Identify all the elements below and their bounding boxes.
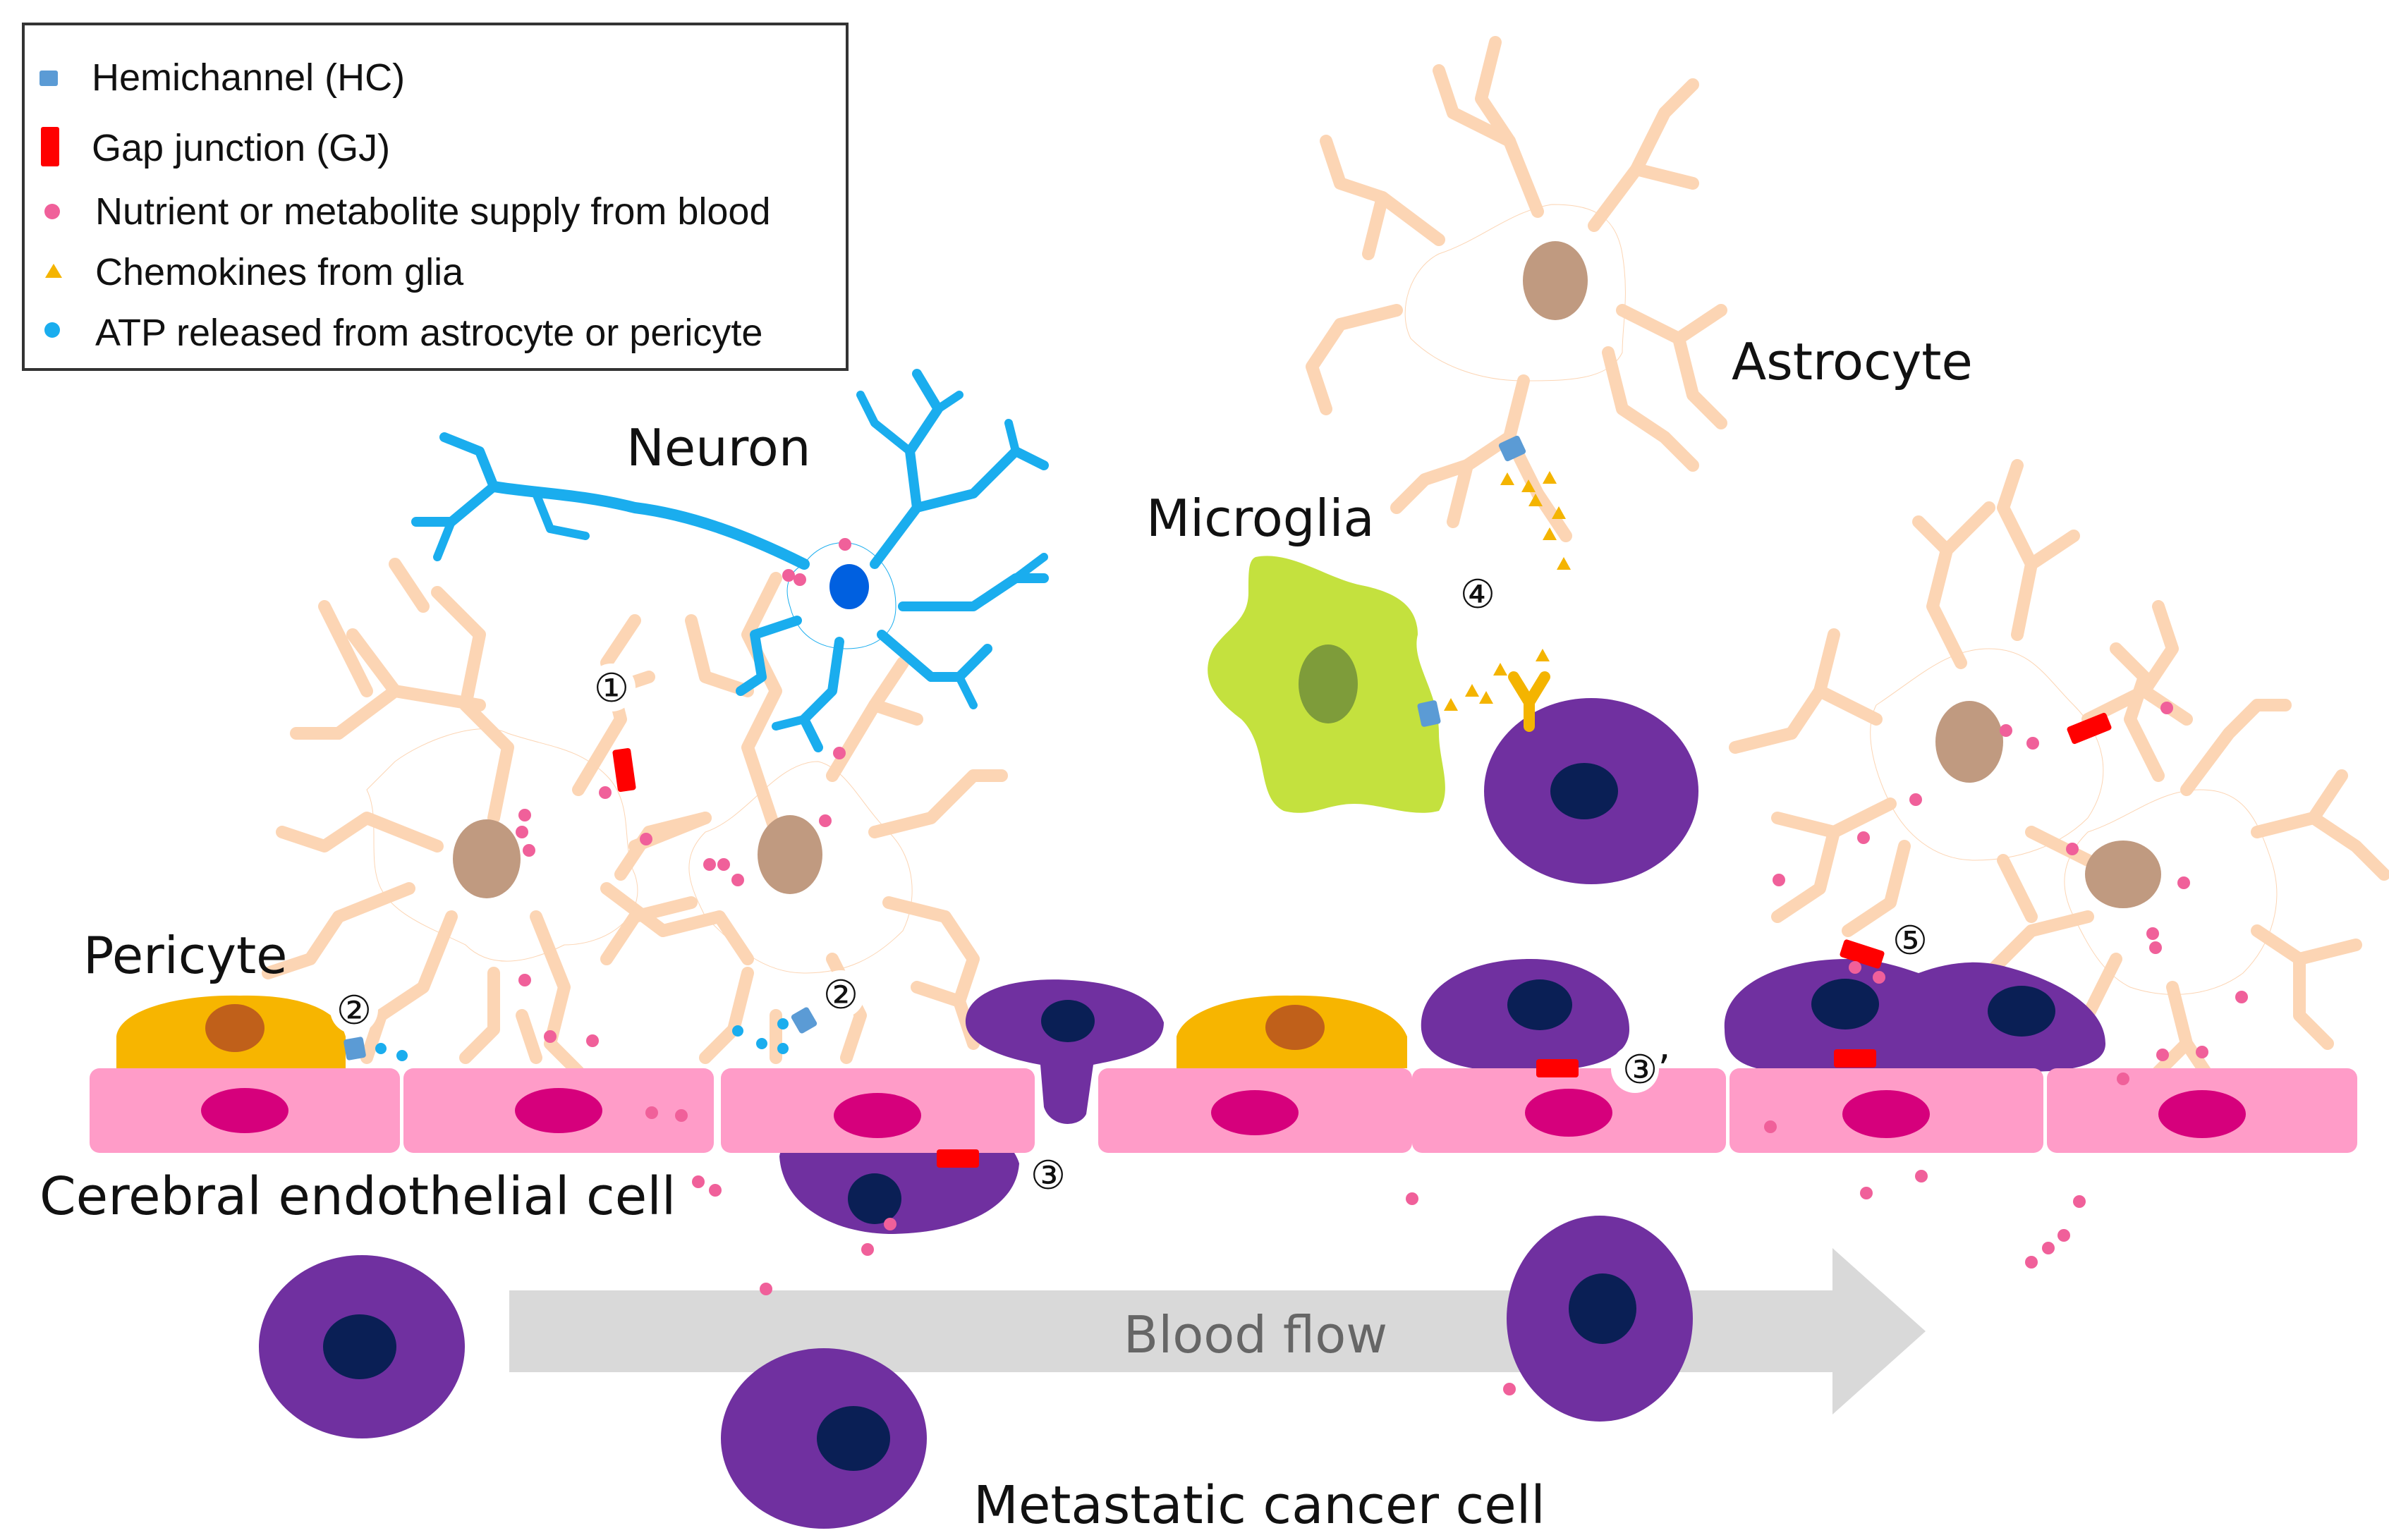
legend: Hemichannel (HC) Gap junction (GJ) Nutri…: [22, 23, 849, 371]
astrocyte-right-upper: [1729, 459, 2193, 937]
hemichannel-icon: [1417, 700, 1441, 727]
cancer-cell-adhered-2: [1724, 959, 2105, 1072]
hemichannel-icon: [1498, 435, 1526, 462]
astrocyte-center: [600, 572, 1008, 1064]
endothelial-cell: [90, 1068, 400, 1153]
gap-junction-icon: [1834, 1049, 1876, 1068]
gap-junction-icon: [937, 1149, 979, 1168]
svg-text:②: ②: [336, 988, 372, 1034]
legend-item-gap-junction: Gap junction (GJ): [41, 127, 390, 169]
step-2-marker: ②: [817, 970, 865, 1018]
microglia-label: Microglia: [1146, 489, 1375, 548]
gap-junction-icon: [1536, 1059, 1579, 1077]
legend-item-chemokine: Chemokines from glia: [45, 251, 464, 293]
blood-flow-arrow: Blood flow: [509, 1248, 1926, 1414]
step-markers: ① ② ② ③ ③’ ④ ⑤: [330, 570, 1934, 1199]
endothelial-cell: [1098, 1068, 1412, 1153]
step-5-marker: ⑤: [1886, 916, 1934, 964]
legend-item-hemichannel: Hemichannel (HC): [39, 56, 405, 99]
gap-junction-icon: [1840, 939, 1885, 969]
step-4-marker: ④: [1454, 570, 1502, 618]
endothelial-cell: [1730, 1068, 2043, 1153]
svg-text:Chemokines from glia: Chemokines from glia: [95, 251, 464, 293]
blood-flow-label: Blood flow: [1124, 1305, 1387, 1364]
svg-text:①: ①: [594, 666, 629, 711]
cancer-cell-blood-2: [721, 1348, 927, 1529]
atp-dot-icon: [44, 322, 60, 338]
neuron: [411, 369, 1049, 752]
svg-text:Gap junction (GJ): Gap junction (GJ): [92, 127, 390, 169]
endothelial-label: Cerebral endothelial cell: [39, 1166, 676, 1227]
step-3-prime-marker: ③’: [1611, 1045, 1670, 1093]
nutrient-dot-icon: [44, 204, 60, 219]
svg-text:Nutrient or metabolite supply: Nutrient or metabolite supply from blood: [95, 190, 770, 233]
hemichannel-icon: [39, 71, 58, 86]
endothelial-cell: [403, 1068, 714, 1153]
svg-text:⑤: ⑤: [1892, 918, 1928, 964]
cancer-cell-blood-1: [259, 1255, 465, 1438]
microglia: [1208, 556, 1445, 813]
gap-junction-icon: [612, 748, 636, 792]
hemichannel-icon: [791, 1007, 817, 1034]
gap-junctions: [612, 712, 2112, 1168]
chemokine-triangle-icon: [45, 264, 62, 278]
step-2-marker: ②: [330, 986, 378, 1034]
gap-junction-icon: [41, 127, 59, 166]
endothelial-cell: [1412, 1068, 1726, 1153]
cancer-cell-blood-3: [1507, 1216, 1693, 1422]
endothelial-layer: [90, 1068, 2357, 1153]
cancer-cell-label: Metastatic cancer cell: [973, 1475, 1545, 1536]
pericyte-right: [1177, 995, 1407, 1068]
svg-text:④: ④: [1460, 572, 1495, 618]
legend-item-nutrient: Nutrient or metabolite supply from blood: [44, 190, 770, 233]
cancer-cell-near-microglia: [1484, 698, 1698, 884]
astrocyte-right-lower: [1983, 642, 2389, 1149]
step-3-marker: ③: [1024, 1151, 1072, 1199]
svg-text:③: ③: [1031, 1153, 1066, 1199]
svg-text:②: ②: [823, 972, 858, 1018]
chemokine-triangles: [1444, 471, 1571, 711]
endothelial-cell: [721, 1068, 1035, 1153]
hemichannel-icon: [344, 1037, 366, 1061]
pericyte-label: Pericyte: [83, 926, 287, 985]
svg-text:Hemichannel (HC): Hemichannel (HC): [92, 56, 405, 99]
cancer-cell-extravasating: [965, 979, 1164, 1124]
legend-item-atp: ATP released from astrocyte or pericyte: [44, 312, 762, 354]
cancer-cell-adhered-1: [1421, 959, 1629, 1072]
chemokine-receptor-icon: [1508, 671, 1550, 732]
pericyte-left: [116, 995, 346, 1068]
endothelial-cell: [2047, 1068, 2357, 1153]
nutrient-dots: [516, 538, 2248, 1395]
astrocyte-top: [1306, 36, 1727, 542]
astrocyte-label: Astrocyte: [1732, 332, 1973, 391]
svg-text:ATP released from astrocyte or: ATP released from astrocyte or pericyte: [95, 312, 762, 354]
atp-dots: [375, 1018, 789, 1061]
svg-text:③’: ③’: [1622, 1047, 1670, 1093]
hemichannels: [344, 435, 1526, 1061]
astrocyte-left: [262, 558, 754, 1078]
gap-junction-icon: [2067, 712, 2112, 745]
step-1-marker: ①: [588, 664, 636, 711]
neuron-label: Neuron: [626, 418, 811, 477]
